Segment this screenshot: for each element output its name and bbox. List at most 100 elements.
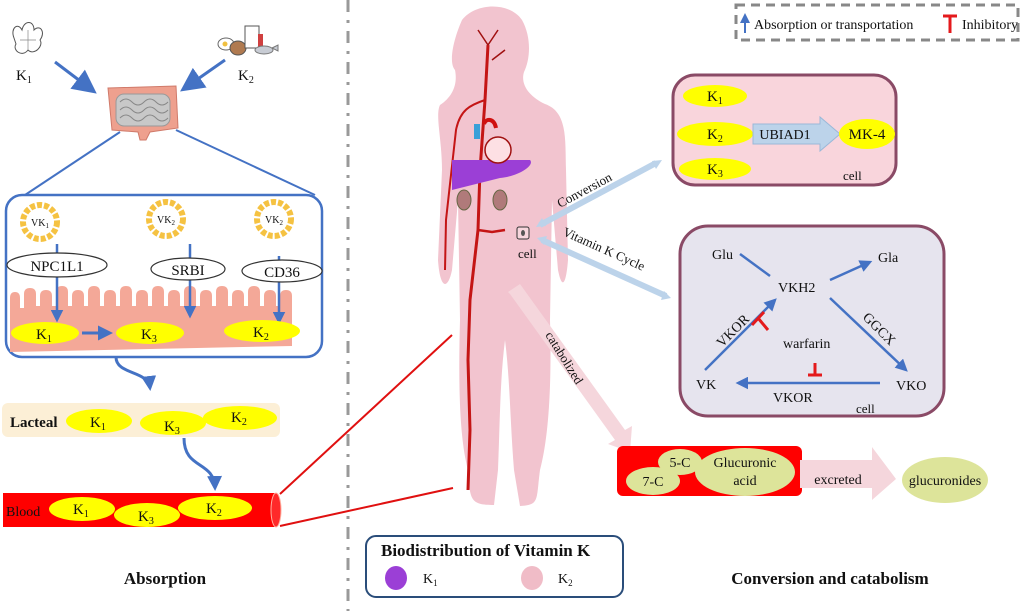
liver-icon [452, 160, 531, 190]
svg-text:K2: K2 [231, 410, 247, 428]
gla-label: Gla [878, 251, 899, 266]
svg-text:VK2: VK2 [265, 215, 283, 227]
enterocyte-to-lacteal-arrow [114, 356, 157, 391]
svg-text:5-C: 5-C [670, 456, 691, 471]
svg-text:K1: K1 [73, 502, 89, 520]
vkor-bottom-label: VKOR [773, 391, 813, 406]
intestinal-villi [10, 286, 292, 352]
micelle-vk2-cd36: VK2 [254, 199, 294, 239]
vitamin-k-cycle-arrow [540, 237, 668, 299]
inhibitory-legend-label: Inhibitory [962, 18, 1018, 33]
vitamin-k-cycle-cell [678, 224, 946, 418]
svg-text:Glucuronic: Glucuronic [714, 456, 777, 471]
svg-text:acid: acid [733, 474, 756, 489]
ubiad1-label: UBIAD1 [759, 128, 810, 143]
conversion-arrow [538, 160, 658, 228]
7c-metabolite [626, 467, 680, 495]
glu-label: Glu [712, 248, 733, 263]
conversion-k3: K3 [707, 162, 723, 180]
leafy-vegetable-icon [12, 22, 43, 54]
svg-text:K3: K3 [138, 509, 154, 527]
svg-text:K3: K3 [164, 419, 180, 437]
svg-text:7-C: 7-C [643, 475, 664, 490]
glucuronic-acid [695, 448, 795, 496]
k1-to-intestine-arrow [54, 60, 97, 94]
transporter-srbi-label: SRBI [171, 263, 204, 279]
k2-to-intestine-arrow [180, 58, 226, 92]
excreted-label: excreted [814, 473, 861, 488]
biodistribution-legend: Biodistribution of Vitamin K K1 K2 [365, 535, 624, 598]
ggcx-arrow [829, 297, 908, 372]
animal-food-icon [217, 25, 279, 56]
blood-label: Blood [6, 505, 40, 520]
transporter-cd36 [241, 259, 323, 283]
catabolized-arrow [508, 284, 632, 452]
arrow-legend: Absorption or transportation Inhibitory [734, 3, 1020, 42]
warfarin-inhibit-vkor-left-icon [750, 310, 770, 331]
enterocyte-k2 [224, 320, 300, 342]
blood-zoom-line-bottom [279, 487, 454, 527]
glucuronides-node [902, 457, 988, 503]
glucuronides-label: glucuronides [909, 474, 981, 489]
absorption-title: Absorption [124, 569, 207, 588]
human-body-figure: cell [438, 6, 568, 506]
inhibitory-icon [943, 14, 957, 33]
k1-legend-swatch [385, 566, 407, 590]
transporter-npc1l1-label: NPC1L1 [30, 259, 83, 275]
lacteal-k3 [140, 411, 206, 435]
kidney-icon [456, 189, 472, 211]
warfarin-inhibit-vkor-bottom-icon [808, 363, 822, 377]
zoom-line-right [175, 129, 316, 196]
k2-legend-swatch [521, 566, 543, 590]
lacteal-label: Lacteal [10, 415, 57, 431]
lacteal-to-blood-arrow [182, 437, 223, 491]
warfarin-label: warfarin [783, 337, 830, 352]
blood-zoom-line-top [279, 334, 453, 495]
blood-k2 [178, 496, 252, 520]
lacteal-k2 [203, 406, 277, 430]
svg-text:K2: K2 [253, 325, 269, 343]
lacteal-k1 [66, 409, 132, 433]
body-cell-label: cell [518, 246, 537, 261]
vkh2-label: VKH2 [778, 281, 815, 296]
intestine-icon [107, 85, 179, 141]
source-k2-label: K2 [238, 68, 254, 86]
svg-text:K1: K1 [90, 415, 106, 433]
vkh2-to-gla-arrow [829, 260, 873, 282]
zoom-line-left [24, 131, 121, 196]
k2-legend-label: K2 [558, 572, 573, 588]
glu-line [739, 252, 771, 278]
conversion-cell-label: cell [843, 168, 862, 183]
transporter-npc1l1 [6, 252, 108, 278]
vko-label: VKO [896, 379, 926, 394]
conversion-title: Conversion and catabolism [731, 569, 928, 588]
conversion-k2: K2 [707, 127, 723, 145]
svg-text:K3: K3 [141, 327, 157, 345]
mk4-label: MK-4 [849, 127, 886, 143]
svg-text:VK1: VK1 [31, 218, 49, 230]
micelle-vk1: VK1 [20, 202, 60, 242]
k1-legend-label: K1 [423, 572, 438, 588]
vk-label: VK [696, 378, 716, 393]
source-k1-label: K1 [16, 68, 32, 86]
ubiad1-arrow [752, 115, 841, 153]
biodistribution-title: Biodistribution of Vitamin K [381, 541, 591, 560]
enterocyte-k1 [11, 322, 79, 344]
excreted-arrow [800, 447, 896, 500]
heart-icon [484, 136, 512, 164]
svg-text:VK2: VK2 [157, 215, 175, 227]
absorption-panel: K1 K2 VK1 [2, 22, 454, 588]
enterocyte-k3 [116, 322, 184, 344]
5c-metabolite [658, 449, 702, 475]
transporter-cd36-label: CD36 [264, 265, 300, 281]
svg-text:K1: K1 [36, 327, 52, 345]
conversion-k1: K1 [707, 89, 723, 107]
blood-k3 [114, 503, 180, 527]
blood-k1 [49, 497, 115, 521]
micelle-vk2-srbi: VK2 [146, 199, 186, 239]
svg-text:K2: K2 [206, 501, 222, 519]
absorption-legend-label: Absorption or transportation [754, 18, 913, 33]
conversion-panel: Conversion Vitamin K Cycle K1 K2 K3 UBIA… [508, 73, 988, 588]
transporter-srbi [150, 257, 226, 281]
